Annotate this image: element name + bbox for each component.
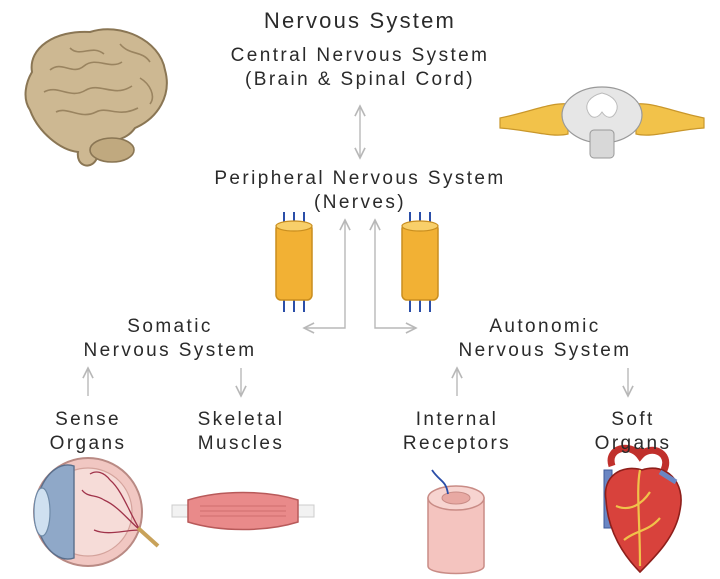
skeletal-muscles-line2: Muscles [197,433,285,454]
title-text: Nervous System [263,8,457,33]
cns-label-line2: (Brain & Spinal Cord) [245,69,475,90]
sense-organs-label: Sense Organs [13,408,163,456]
cns-label: Central Nervous System (Brain & Spinal C… [160,44,560,92]
muscle-icon [171,491,315,531]
spinal-cord-icon [499,86,705,159]
internal-receptors-label: Internal Receptors [377,408,537,456]
blood-vessel-icon [427,469,485,575]
internal-receptors-line1: Internal [415,409,499,430]
autonomic-label-line1: Autonomic [489,316,601,337]
pns-autonomic-arrow [375,220,416,328]
eye-icon [33,457,160,567]
heart-icon [603,444,682,574]
soft-organs-label: Soft Organs [563,408,703,456]
autonomic-label: Autonomic Nervous System [415,315,675,363]
pns-label-line1: Peripheral Nervous System [214,168,506,189]
skeletal-muscles-line1: Skeletal [197,409,285,430]
pns-label: Peripheral Nervous System (Nerves) [145,167,575,215]
skeletal-muscles-label: Skeletal Muscles [166,408,316,456]
somatic-label-line2: Nervous System [83,340,257,361]
nerve-bundle-icon [401,212,439,312]
sense-organs-line1: Sense [55,409,121,430]
page-title: Nervous System [195,9,525,33]
autonomic-label-line2: Nervous System [458,340,632,361]
somatic-label: Somatic Nervous System [40,315,300,363]
brain-icon [24,28,168,167]
somatic-label-line1: Somatic [127,316,213,337]
soft-organs-line1: Soft [611,409,655,430]
nerve-bundle-icon [275,212,313,312]
internal-receptors-line2: Receptors [402,433,512,454]
soft-organs-line2: Organs [594,433,672,454]
pns-somatic-arrow [304,220,345,328]
sense-organs-line2: Organs [49,433,127,454]
cns-label-line1: Central Nervous System [230,45,490,66]
pns-label-line2: (Nerves) [313,192,407,213]
